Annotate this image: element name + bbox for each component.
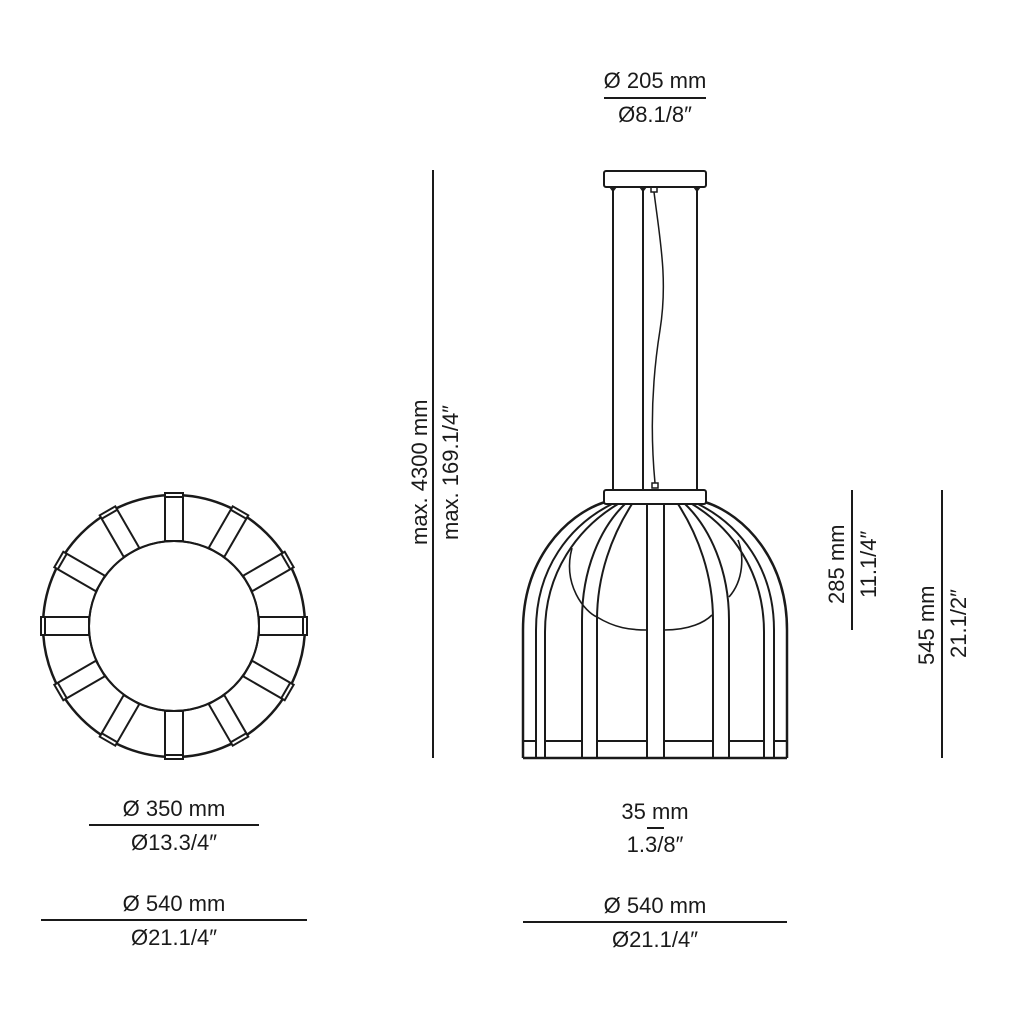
- overall-height-metric: max. 4300 mm: [407, 399, 432, 546]
- slat-width-imperial: 1.3/8″: [626, 832, 684, 857]
- inner-diameter-imperial: Ø13.3/4″: [130, 830, 218, 855]
- shade-height-imperial: 21.1/2″: [946, 589, 971, 658]
- inner-diameter-metric: Ø 350 mm: [122, 796, 226, 821]
- side-view-lamp: [521, 170, 789, 760]
- shade-height-metric: 545 mm: [914, 585, 939, 665]
- globe-height-imperial: 11.1/4″: [856, 530, 881, 598]
- canopy-diameter-imperial: Ø8.1/8″: [618, 102, 692, 127]
- shade-hub: [603, 489, 707, 505]
- globe-height-metric: 285 mm: [824, 524, 849, 604]
- top-view-ring: [40, 492, 308, 760]
- side-outer-diameter-metric: Ø 540 mm: [603, 893, 707, 918]
- canopy-diameter-metric: Ø 205 mm: [603, 68, 707, 93]
- top-outer-diameter-metric: Ø 540 mm: [122, 891, 226, 916]
- slat-width-metric: 35 mm: [621, 799, 689, 824]
- side-outer-diameter-imperial: Ø21.1/4″: [611, 927, 699, 952]
- ceiling-canopy: [603, 170, 707, 188]
- overall-height-imperial: max. 169.1/4″: [438, 405, 463, 540]
- top-outer-diameter-imperial: Ø21.1/4″: [130, 925, 218, 950]
